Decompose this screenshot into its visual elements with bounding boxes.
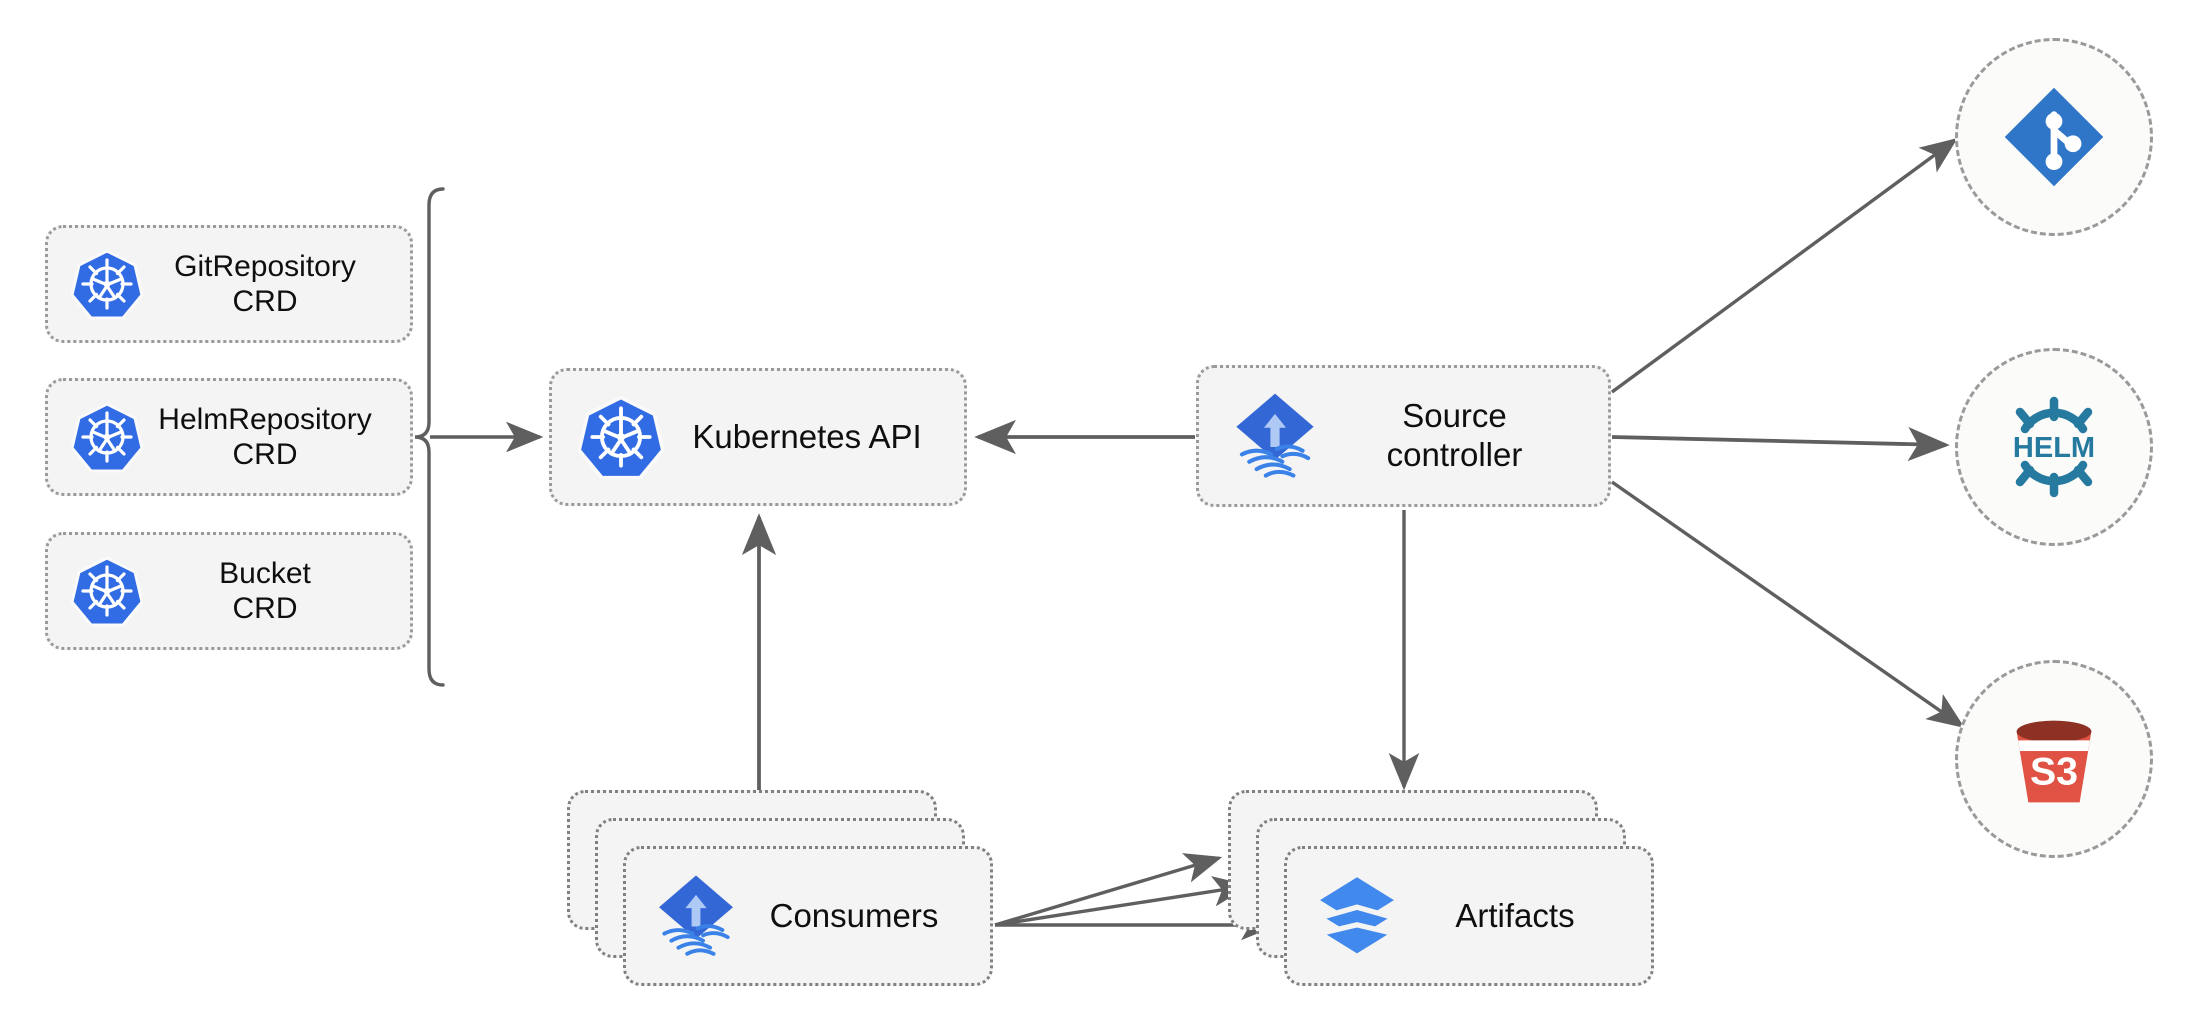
- kubernetes-icon: [578, 394, 664, 480]
- kubernetes-icon: [70, 247, 144, 321]
- node-label: GitRepository CRD: [174, 249, 356, 318]
- edge-consumers-to-artifacts-1: [994, 853, 1223, 927]
- node-artifacts[interactable]: Artifacts: [1228, 790, 1658, 990]
- node-helmrepository-crd[interactable]: HelmRepository CRD: [45, 378, 413, 496]
- flux-icon: [1229, 390, 1321, 482]
- node-label: Source controller: [1386, 397, 1523, 473]
- helm-wordmark: HELM: [2013, 432, 2095, 464]
- helm-icon: HELM: [1994, 387, 2114, 507]
- edge-source-controller-to-helm: [1611, 426, 1950, 462]
- node-source-controller[interactable]: Source controller: [1196, 365, 1611, 507]
- node-gitrepository-crd[interactable]: GitRepository CRD: [45, 225, 413, 343]
- node-helm[interactable]: HELM: [1955, 348, 2153, 546]
- flux-icon: [652, 872, 740, 960]
- edge-consumers-to-artifacts-2: [994, 876, 1251, 927]
- node-kubernetes-api[interactable]: Kubernetes API: [549, 368, 967, 506]
- node-consumers[interactable]: Consumers: [567, 790, 997, 990]
- kubernetes-icon: [70, 400, 144, 474]
- consumers-stack-layer-3[interactable]: Consumers: [623, 846, 993, 986]
- node-git[interactable]: [1955, 38, 2153, 236]
- node-label: Artifacts: [1455, 897, 1575, 934]
- edge-source-controller-to-s3: [1611, 480, 1965, 728]
- node-label: Consumers: [769, 897, 939, 934]
- node-s3[interactable]: S3: [1955, 660, 2153, 858]
- node-label: Kubernetes API: [692, 417, 922, 455]
- node-label: HelmRepository CRD: [158, 402, 372, 471]
- edge-source-controller-to-git: [1610, 137, 1958, 394]
- s3-wordmark: S3: [2030, 750, 2078, 794]
- node-label: Bucket CRD: [219, 556, 311, 625]
- git-icon: [1994, 77, 2114, 197]
- layers-icon: [1313, 872, 1401, 960]
- kubernetes-icon: [70, 554, 144, 628]
- artifacts-stack-layer-3[interactable]: Artifacts: [1284, 846, 1654, 986]
- node-bucket-crd[interactable]: Bucket CRD: [45, 532, 413, 650]
- crd-group-bracket: [414, 187, 445, 687]
- s3-icon: S3: [1994, 699, 2114, 819]
